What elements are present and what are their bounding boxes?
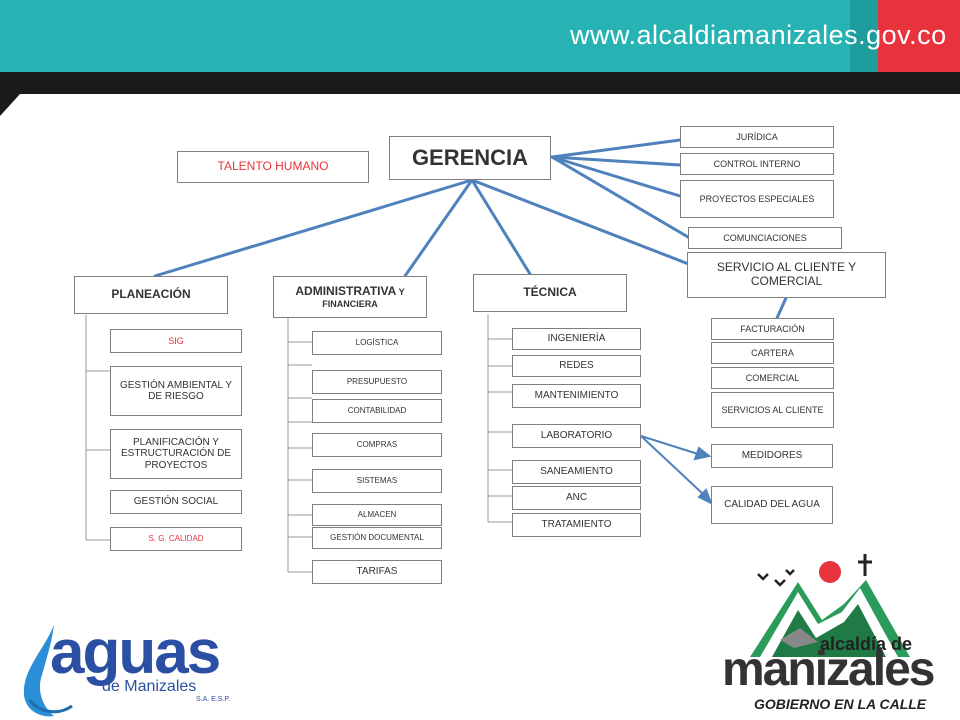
- alcaldia-logo: alcaldía de manizales GOBIERNO EN LA CAL…: [720, 552, 946, 720]
- ingenieria-box: INGENIERÍA: [512, 328, 641, 350]
- planeacion-box: PLANEACIÓN: [74, 276, 228, 314]
- comercial-box: COMERCIAL: [711, 367, 834, 389]
- alcaldia-line1: alcaldía de: [820, 634, 913, 654]
- alcaldia-line2: manizales: [722, 643, 935, 696]
- calidad-agua-box: CALIDAD DEL AGUA: [711, 486, 833, 524]
- almacen-box: ALMACEN: [312, 504, 442, 526]
- staff-juridica-box: JURÍDICA: [680, 126, 834, 148]
- medidores-box: MEDIDORES: [711, 444, 833, 468]
- tecnica-box: TÉCNICA: [473, 274, 627, 312]
- tratamiento-box: TRATAMIENTO: [512, 513, 641, 537]
- talento-humano-box: TALENTO HUMANO: [177, 151, 369, 183]
- anc-box: ANC: [512, 486, 641, 510]
- site-header: [0, 0, 960, 72]
- servicio-cliente-box: SERVICIO AL CLIENTE Y COMERCIAL: [687, 252, 886, 298]
- tarifas-box: TARIFAS: [312, 560, 442, 584]
- administrativa-y-label: Y: [398, 286, 405, 297]
- cartera-box: CARTERA: [711, 342, 834, 364]
- site-url: www.alcaldiamanizales.gov.co: [570, 20, 947, 50]
- aguas-subtitle: de Manizales: [102, 678, 197, 695]
- sistemas-box: SISTEMAS: [312, 469, 442, 493]
- header-divider: [850, 0, 878, 72]
- administrativa-label: ADMINISTRATIVA: [295, 283, 397, 298]
- logistica-box: LOGÍSTICA: [312, 331, 442, 355]
- gestion-ambiental-box: GESTIÓN AMBIENTAL Y DE RIESGO: [110, 366, 242, 416]
- sg-calidad-box: S. G. CALIDAD: [110, 527, 242, 551]
- administrativa-sub-label: FINANCIERA: [322, 298, 378, 309]
- administrativa-box: ADMINISTRATIVA Y FINANCIERA: [273, 276, 427, 318]
- presupuesto-box: PRESUPUESTO: [312, 370, 442, 394]
- contabilidad-box: CONTABILIDAD: [312, 399, 442, 423]
- aguas-logo: aguas de Manizales S.A. E.S.P.: [14, 620, 244, 720]
- staff-comunicaciones-box: COMUNCIACIONES: [688, 227, 842, 249]
- water-drop-icon: [23, 625, 73, 717]
- header-band: [0, 72, 960, 94]
- mantenimiento-box: MANTENIMIENTO: [512, 384, 641, 408]
- redes-box: REDES: [512, 355, 641, 377]
- aguas-sa: S.A. E.S.P.: [196, 696, 231, 703]
- compras-box: COMPRAS: [312, 433, 442, 457]
- gestion-social-box: GESTIÓN SOCIAL: [110, 490, 242, 514]
- saneamiento-box: SANEAMIENTO: [512, 460, 641, 484]
- mountains-icon: [750, 554, 910, 657]
- header-red-block: [878, 0, 960, 72]
- facturacion-box: FACTURACIÓN: [711, 318, 834, 340]
- servicios-al-cliente-box: SERVICIOS AL CLIENTE: [711, 392, 834, 428]
- gestion-documental-box: GESTIÓN DOCUMENTAL: [312, 527, 442, 549]
- gerencia-box: GERENCIA: [389, 136, 551, 180]
- sig-box: SIG: [110, 329, 242, 353]
- staff-control-interno-box: CONTROL INTERNO: [680, 153, 834, 175]
- header-corner: [0, 72, 40, 116]
- laboratorio-box: LABORATORIO: [512, 424, 641, 448]
- planificacion-box: PLANIFICACIÓN Y ESTRUCTURACIÓN DE PROYEC…: [110, 429, 242, 479]
- aguas-wordmark: aguas: [50, 618, 221, 687]
- staff-proyectos-especiales-box: PROYECTOS ESPECIALES: [680, 180, 834, 218]
- alcaldia-tagline: GOBIERNO EN LA CALLE: [754, 696, 927, 712]
